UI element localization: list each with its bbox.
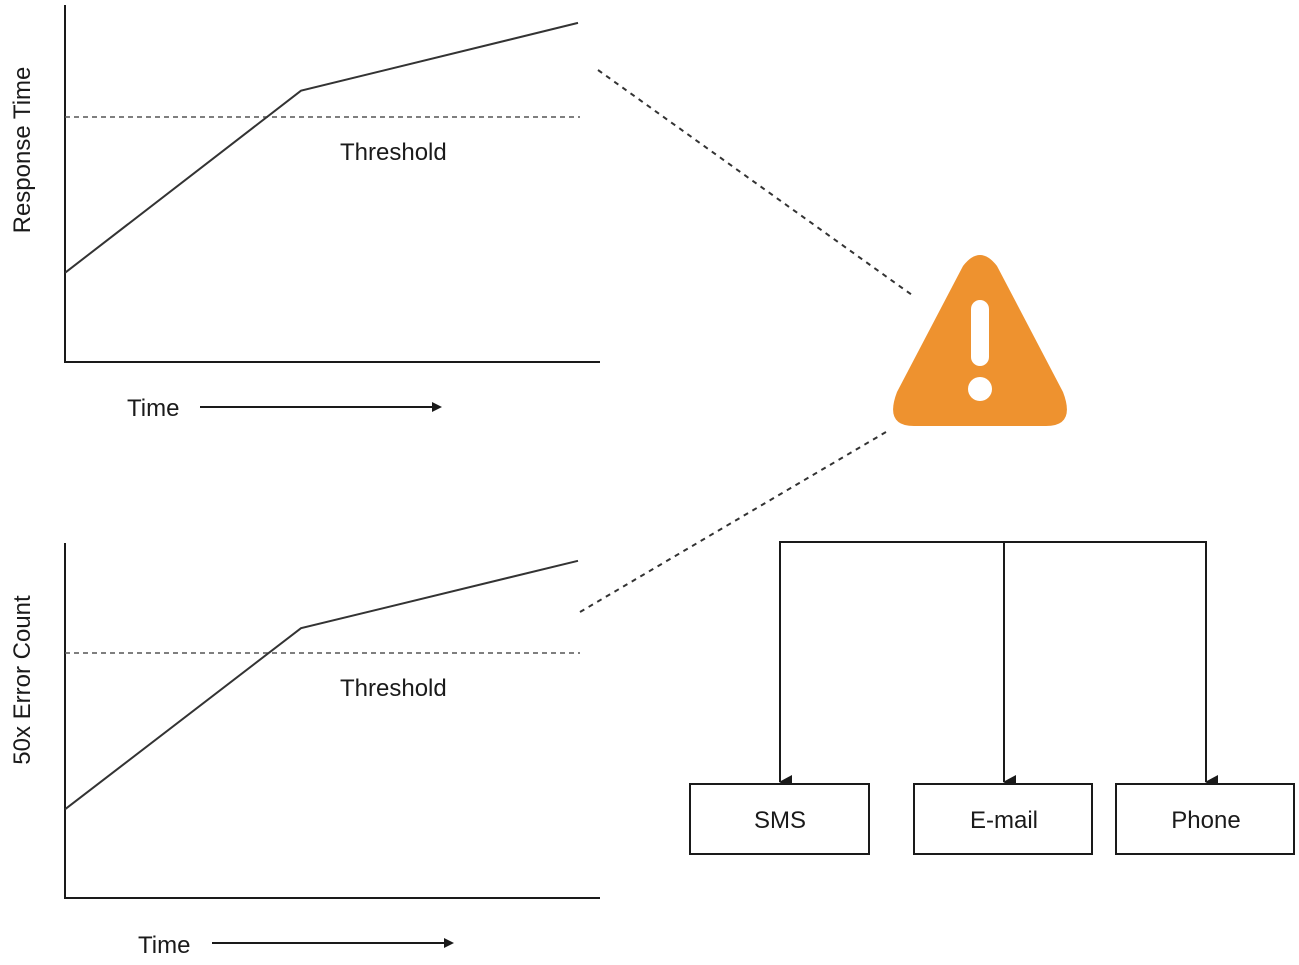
channel-label: SMS: [754, 807, 806, 834]
notification-tree: [779, 541, 1218, 789]
connector-bottom-to-alert: [579, 431, 887, 613]
y-axis-label: 50x Error Count: [9, 595, 36, 765]
series-line: [64, 559, 579, 811]
series-line: [64, 21, 579, 274]
channel-phone: Phone: [1115, 783, 1295, 855]
connector-top-to-alert: [597, 69, 913, 296]
channel-sms: SMS: [689, 783, 870, 855]
threshold-label: Threshold: [340, 675, 447, 702]
channel-label: Phone: [1171, 807, 1240, 834]
chart-response-time: Threshold Response Time Time: [9, 5, 600, 422]
channel-email: E-mail: [913, 783, 1093, 855]
channel-label: E-mail: [970, 807, 1038, 834]
threshold-label: Threshold: [340, 139, 447, 166]
chart-error-count: Threshold 50x Error Count Time: [9, 543, 600, 959]
x-axis-label: Time: [127, 395, 179, 422]
y-axis-label: Response Time: [9, 67, 36, 234]
x-axis-label: Time: [138, 932, 190, 959]
warning-icon: [893, 255, 1067, 426]
